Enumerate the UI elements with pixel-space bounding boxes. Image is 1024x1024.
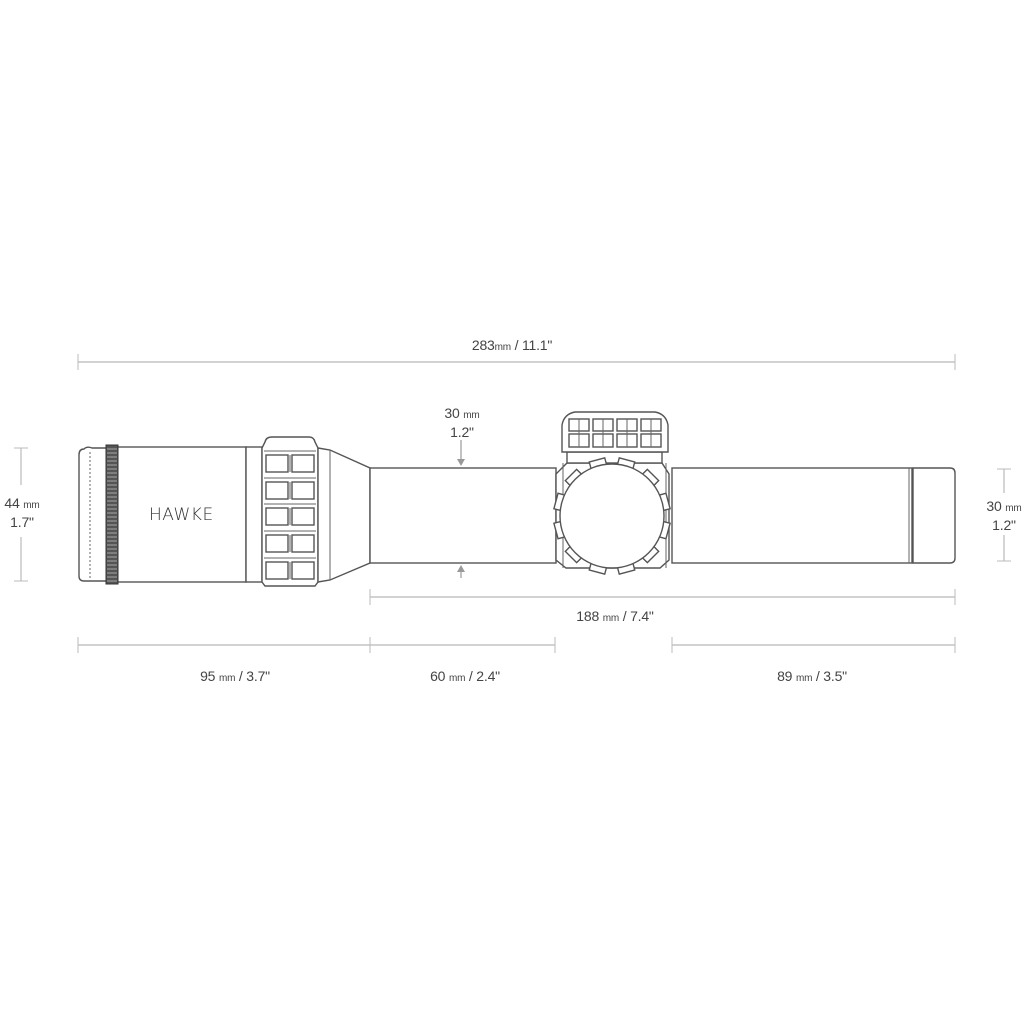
overall-length-label: 283mm / 11.1"	[471, 337, 553, 353]
magnification-ring	[245, 436, 319, 587]
objective-diameter-label: 44 mm 1.7"	[4, 495, 40, 530]
tube-diameter-arrows	[457, 440, 465, 578]
segment-dimension-lines	[77, 637, 956, 653]
front-section-label: 60 mm / 2.4"	[430, 668, 500, 684]
tube-length-label: 188 mm / 7.4"	[576, 608, 654, 624]
objective-diameter-dimension-line	[14, 447, 28, 582]
scope-tube	[317, 447, 956, 583]
tube-length-dimension-line	[369, 589, 956, 605]
eyepiece-section-label: 89 mm / 3.5"	[777, 668, 847, 684]
hawke-logo: HAWKE	[149, 505, 214, 525]
tube-diameter-top-label: 30 mm 1.2"	[444, 405, 480, 440]
elevation-turret	[561, 411, 669, 464]
objective-knurl-ring	[105, 444, 119, 585]
objective-section-label: 95 mm / 3.7"	[200, 668, 270, 684]
overall-length-dimension-line	[77, 354, 956, 370]
tube-diameter-right-label: 30 mm 1.2"	[986, 498, 1022, 533]
eyepiece-diameter-dimension-line	[997, 468, 1011, 562]
side-focus-dial	[553, 457, 671, 575]
